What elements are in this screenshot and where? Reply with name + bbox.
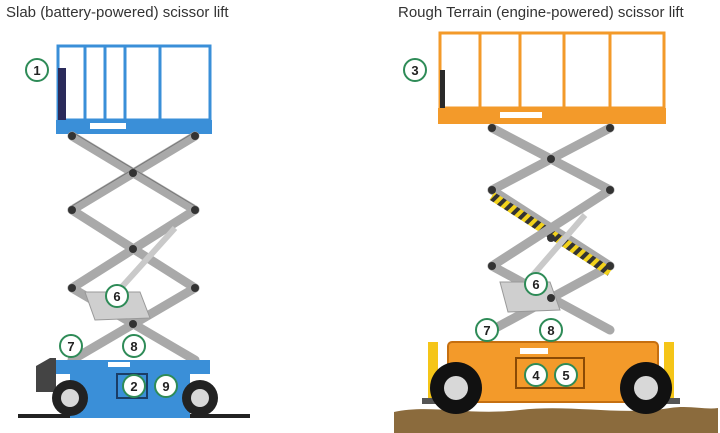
svg-text:7: 7 bbox=[483, 323, 490, 338]
slab-gate bbox=[58, 68, 66, 120]
callout-4: 4 bbox=[524, 363, 548, 387]
callout-7: 7 bbox=[475, 318, 499, 342]
rt-scissor-pins bbox=[488, 124, 614, 302]
callout-6: 6 bbox=[524, 272, 548, 296]
rt-gate bbox=[440, 70, 445, 108]
slab-rear-bumper bbox=[36, 358, 56, 392]
rt-ground bbox=[394, 407, 718, 433]
svg-text:3: 3 bbox=[411, 63, 418, 78]
rough-terrain-lift-title: Rough Terrain (engine-powered) scissor l… bbox=[398, 4, 684, 21]
callout-7: 7 bbox=[59, 334, 83, 358]
svg-text:2: 2 bbox=[130, 379, 137, 394]
rt-outrigger-left bbox=[428, 342, 438, 400]
slab-wheel-front bbox=[182, 380, 218, 416]
slab-control-box bbox=[116, 373, 148, 399]
rt-platform-label bbox=[500, 112, 542, 118]
rt-platform-deck bbox=[438, 108, 666, 124]
svg-text:9: 9 bbox=[162, 379, 169, 394]
rt-outrigger-pad-left bbox=[422, 398, 444, 404]
slab-lift-title: Slab (battery-powered) scissor lift bbox=[6, 4, 229, 21]
rt-wheel-front bbox=[620, 362, 672, 414]
svg-text:8: 8 bbox=[130, 339, 137, 354]
rt-scissor-arm-cross bbox=[487, 185, 615, 271]
rough-terrain-lift: 3 6 7 8 4 5 bbox=[394, 31, 718, 433]
slab-scissor-arm-outlines bbox=[71, 131, 196, 207]
rt-engine-compartment bbox=[515, 357, 585, 389]
rt-wheel-rear bbox=[430, 362, 482, 414]
slab-platform-label bbox=[90, 123, 126, 129]
svg-text:7: 7 bbox=[67, 339, 74, 354]
callout-1: 1 bbox=[25, 58, 49, 82]
slab-lift: 1 6 7 8 2 9 bbox=[18, 44, 250, 418]
callout-2: 2 bbox=[122, 374, 146, 398]
rt-guardrail bbox=[438, 31, 666, 110]
svg-text:6: 6 bbox=[113, 289, 120, 304]
rt-outrigger-right bbox=[664, 342, 674, 400]
callout-9: 9 bbox=[154, 374, 178, 398]
svg-text:4: 4 bbox=[532, 368, 540, 383]
callout-8: 8 bbox=[122, 334, 146, 358]
rt-outrigger-pad-right bbox=[658, 398, 680, 404]
svg-text:5: 5 bbox=[562, 368, 569, 383]
slab-scissor-pins bbox=[68, 132, 199, 328]
svg-text:6: 6 bbox=[532, 277, 539, 292]
slab-wheel-rear bbox=[52, 380, 88, 416]
rt-chassis-label bbox=[520, 348, 548, 354]
svg-text:8: 8 bbox=[547, 323, 554, 338]
callout-6: 6 bbox=[105, 284, 129, 308]
callout-3: 3 bbox=[403, 58, 427, 82]
slab-platform-deck bbox=[56, 120, 212, 134]
svg-text:1: 1 bbox=[33, 63, 40, 78]
callout-8: 8 bbox=[539, 318, 563, 342]
slab-guardrail bbox=[56, 44, 212, 122]
slab-chassis-label bbox=[108, 362, 130, 367]
callout-5: 5 bbox=[554, 363, 578, 387]
